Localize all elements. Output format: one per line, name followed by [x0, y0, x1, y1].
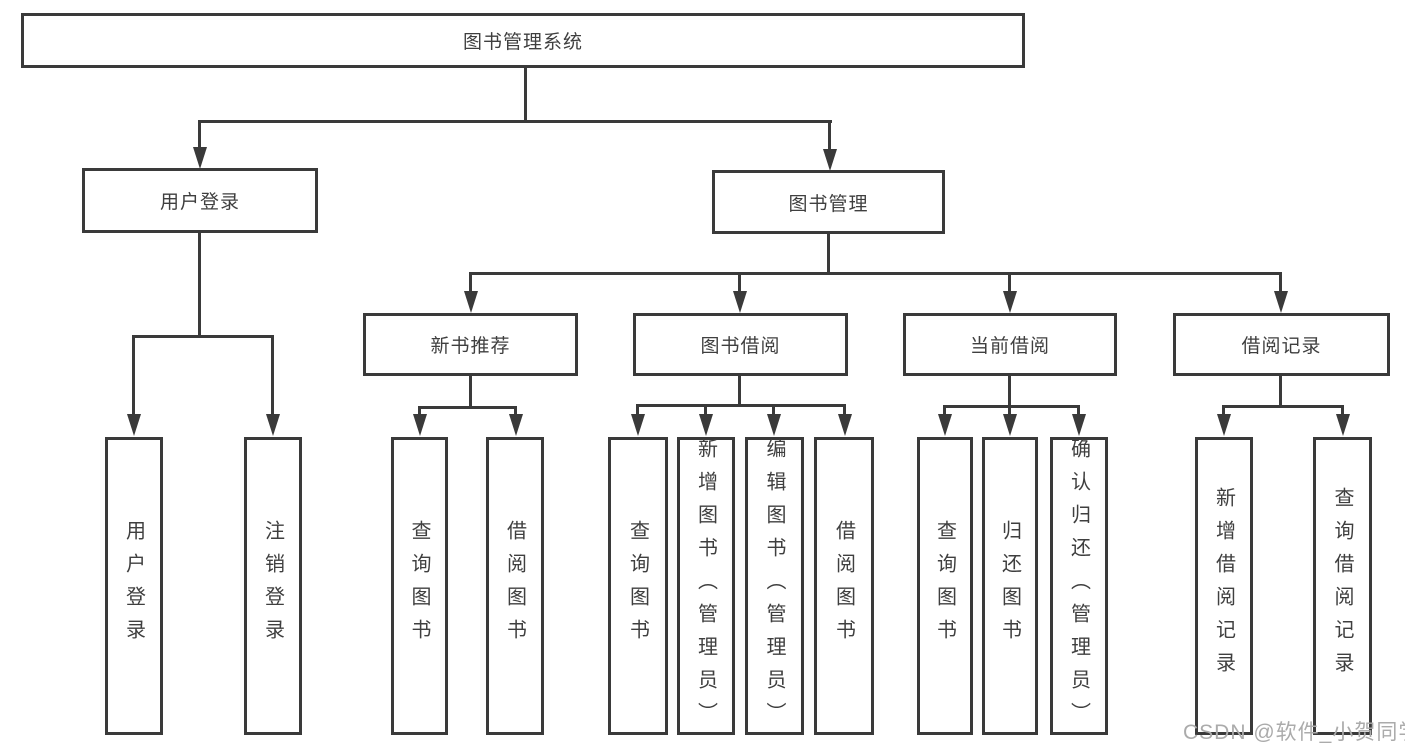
leaf-query-books-label: 查询图书: [933, 520, 956, 652]
leaf-borrow-books-label: 借阅图书: [503, 520, 526, 652]
node-user-login: 用户登录: [82, 168, 318, 233]
connector-new-book-stem: [469, 376, 472, 409]
leaf-edit-books-admin-label: 编辑图书（管理员）: [763, 437, 785, 735]
connector-user-login-stem: [198, 233, 201, 337]
connector-book-borrow-stem: [738, 376, 741, 407]
leaf-add-borrow-record: 新增借阅记录: [1195, 437, 1253, 735]
csdn-watermark: CSDN @软件_小贺同学: [1183, 721, 1405, 744]
leaf-query-borrow-record-label: 查询借阅记录: [1331, 487, 1353, 685]
arrow-down-icon: [1072, 414, 1086, 436]
connector-drop: [1008, 405, 1011, 418]
connector-drop: [772, 404, 775, 418]
leaf-query-books-label: 查询图书: [408, 520, 430, 652]
leaf-query-borrow-record: 查询借阅记录: [1313, 437, 1372, 735]
node-root-label: 图书管理系统: [462, 32, 583, 53]
arrow-down-icon: [464, 291, 478, 313]
leaf-confirm-return-admin-label: 确认归还（管理员）: [1067, 437, 1090, 735]
connector-book-management-stem: [827, 234, 830, 274]
node-new-book-recommend-label: 新书推荐: [430, 336, 511, 357]
node-current-borrow: 当前借阅: [903, 313, 1117, 376]
connector-drop-leaf-user-login: [132, 335, 135, 417]
connector-new-book-rail: [418, 406, 517, 409]
leaf-query-books-label: 查询图书: [626, 520, 649, 652]
arrow-down-icon: [1217, 414, 1231, 436]
connector-drop: [704, 404, 707, 418]
arrow-down-icon: [193, 147, 207, 169]
connector-drop-book-borrow: [738, 272, 741, 294]
leaf-user-login-label: 用户登录: [122, 520, 145, 652]
leaf-borrow-books: 借阅图书: [814, 437, 874, 735]
connector-borrow-records-rail: [1222, 405, 1344, 408]
leaf-logout: 注销登录: [244, 437, 302, 735]
node-user-login-label: 用户登录: [159, 192, 240, 213]
connector-drop-current-borrow: [1008, 272, 1011, 294]
connector-book-borrow-rail: [636, 404, 846, 407]
leaf-add-books-admin: 新增图书（管理员）: [677, 437, 735, 735]
arrow-down-icon: [1274, 291, 1288, 313]
arrow-down-icon: [509, 414, 523, 436]
connector-drop: [1341, 405, 1344, 418]
node-book-borrow-label: 图书借阅: [700, 336, 781, 357]
connector-drop: [636, 404, 639, 418]
connector-root-rail: [198, 120, 832, 123]
arrow-down-icon: [699, 414, 713, 436]
node-borrow-records-label: 借阅记录: [1241, 336, 1322, 357]
arrow-down-icon: [767, 414, 781, 436]
arrow-down-icon: [838, 414, 852, 436]
arrow-down-icon: [1336, 414, 1350, 436]
leaf-add-books-admin-label: 新增图书（管理员）: [694, 437, 717, 735]
node-book-management-label: 图书管理: [788, 193, 869, 215]
connector-current-borrow-rail: [943, 405, 1080, 408]
node-root-library-management-system: 图书管理系统: [21, 13, 1025, 68]
connector-drop: [943, 405, 946, 418]
connector-drop-user-login: [198, 120, 201, 150]
leaf-return-books-label: 归还图书: [998, 520, 1021, 652]
arrow-down-icon: [1003, 414, 1017, 436]
leaf-query-books-current: 查询图书: [917, 437, 973, 735]
leaf-confirm-return-admin: 确认归还（管理员）: [1050, 437, 1108, 735]
arrow-down-icon: [823, 149, 837, 171]
node-borrow-records: 借阅记录: [1173, 313, 1390, 376]
arrow-down-icon: [413, 414, 427, 436]
connector-drop: [843, 404, 846, 418]
connector-root-stem: [524, 68, 527, 123]
connector-drop-book-management: [828, 120, 831, 150]
node-new-book-recommend: 新书推荐: [363, 313, 578, 376]
leaf-logout-label: 注销登录: [261, 520, 284, 652]
connector-drop: [1077, 405, 1080, 418]
arrow-down-icon: [127, 414, 141, 436]
leaf-return-books: 归还图书: [982, 437, 1038, 735]
node-current-borrow-label: 当前借阅: [969, 336, 1050, 357]
connector-drop: [514, 406, 517, 418]
node-book-management: 图书管理: [712, 170, 945, 234]
connector-drop-new-book: [469, 272, 472, 294]
leaf-borrow-books-label: 借阅图书: [832, 520, 855, 652]
arrow-down-icon: [631, 414, 645, 436]
connector-drop: [1222, 405, 1225, 418]
arrow-down-icon: [1003, 291, 1017, 313]
connector-user-login-rail: [132, 335, 274, 338]
connector-borrow-records-stem: [1279, 376, 1282, 407]
connector-drop-borrow-records: [1279, 272, 1282, 294]
leaf-add-borrow-record-label: 新增借阅记录: [1212, 487, 1235, 685]
leaf-query-books-borrow: 查询图书: [608, 437, 668, 735]
leaf-user-login: 用户登录: [105, 437, 163, 735]
connector-drop-leaf-logout: [271, 335, 274, 417]
arrow-down-icon: [733, 291, 747, 313]
connector-book-management-rail: [469, 272, 1282, 275]
arrow-down-icon: [938, 414, 952, 436]
node-book-borrow: 图书借阅: [633, 313, 848, 376]
connector-current-borrow-stem: [1008, 376, 1011, 408]
leaf-edit-books-admin: 编辑图书（管理员）: [745, 437, 804, 735]
leaf-query-books-newbook: 查询图书: [391, 437, 448, 735]
leaf-borrow-books-newbook: 借阅图书: [486, 437, 544, 735]
connector-drop: [418, 406, 421, 418]
arrow-down-icon: [266, 414, 280, 436]
